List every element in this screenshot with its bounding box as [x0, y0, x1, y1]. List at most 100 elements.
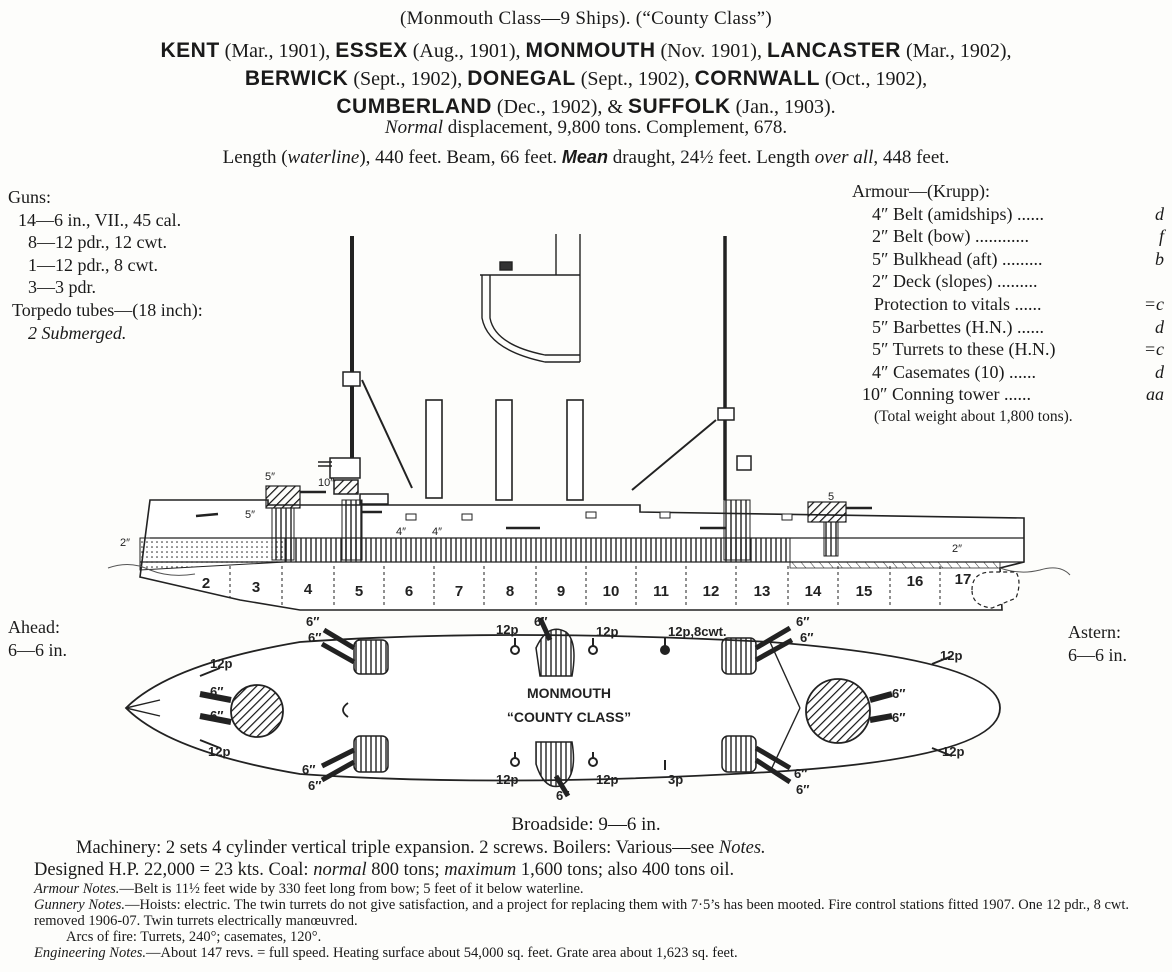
casemates	[353, 628, 757, 788]
gun-label: 12p	[596, 624, 618, 639]
hp-text: Designed H.P. 22,000 = 23 kts. Coal:	[34, 860, 309, 880]
gun-line: 1—12 pdr., 8 cwt.	[28, 254, 158, 275]
gun-label: 6″	[534, 614, 547, 629]
gun-label: 12p	[496, 622, 518, 637]
ship-name: ESSEX	[335, 39, 408, 62]
armour-grade: b	[1155, 248, 1164, 269]
gun-label: 6″	[556, 788, 569, 803]
ship-name: CUMBERLAND	[336, 95, 492, 118]
gun-label: 6″	[308, 630, 321, 645]
gunnery-notes: Gunnery Notes.—Hoists: electric. The twi…	[34, 897, 1144, 929]
displacement-line: Normal displacement, 9,800 tons. Complem…	[0, 117, 1172, 139]
armour-grade: =c	[1143, 339, 1164, 360]
bridge	[318, 457, 389, 505]
astern-fire: Astern: 6—6 in.	[1068, 621, 1127, 667]
profile-label: 5″	[265, 471, 275, 483]
armour-item: 5″ Turrets to these (H.N.)	[872, 339, 1056, 360]
dim-italic: waterline	[287, 147, 360, 168]
dim-text: Length (	[222, 147, 288, 168]
ship-date: (Sept., 1902),	[353, 68, 463, 90]
guns-block: Guns: 14—6 in., VII., 45 cal. 8—12 pdr.,…	[8, 186, 203, 344]
gun-label: 12p	[940, 648, 962, 663]
armour-grade: =c	[1143, 293, 1164, 314]
armour-grade: f	[1158, 226, 1164, 247]
compartment-number: 13	[754, 583, 771, 600]
broadside-line: Broadside: 9—6 in.	[511, 814, 661, 835]
ship-date: (Oct., 1902),	[824, 68, 928, 90]
ship-names-line-1: KENT (Mar., 1901), ESSEX (Aug., 1901), M…	[0, 37, 1172, 65]
machinery-text: Machinery: 2 sets 4 cylinder vertical tr…	[76, 838, 715, 858]
compartment-number: 12	[703, 583, 720, 600]
profile-label: 5″	[245, 509, 255, 521]
displacement-text: displacement, 9,800 tons. Complement, 67…	[447, 117, 788, 138]
ship-name: SUFFOLK	[627, 95, 731, 118]
gun-line: 3—3 pdr.	[28, 277, 97, 298]
gun-label: 12p	[208, 744, 230, 759]
masts	[342, 236, 752, 500]
ship-date: (Mar., 1901),	[224, 40, 331, 62]
gun-line: 8—12 pdr., 12 cwt.	[28, 232, 167, 253]
ship-names-line-2: BERWICK (Sept., 1902), DONEGAL (Sept., 1…	[0, 65, 1172, 93]
profile-label: 5	[828, 491, 834, 503]
hp-text: 800 tons;	[371, 860, 440, 880]
armour-item: 2″ Deck (slopes) .........	[872, 271, 1038, 292]
engineering-notes: Engineering Notes.—About 147 revs. = ful…	[34, 945, 1144, 961]
hp-italic: maximum	[444, 860, 517, 880]
compartment-number: 2	[202, 575, 210, 592]
note-label: Engineering Notes.	[34, 945, 146, 961]
armour-grade: aa	[1146, 384, 1164, 405]
compartment-number: 11	[653, 583, 669, 600]
dimensions-line: Length (waterline), 440 feet. Beam, 66 f…	[0, 147, 1172, 169]
gun-label: 12p	[210, 656, 232, 671]
note-text: —About 147 revs. = full speed. Heating s…	[145, 945, 738, 961]
dim-text: draught, 24½ feet. Length	[612, 147, 811, 168]
ship-names: KENT (Mar., 1901), ESSEX (Aug., 1901), M…	[0, 37, 1172, 121]
astern-label: Astern:	[1068, 622, 1121, 642]
compartment-dividers	[229, 566, 941, 608]
profile-label: 4″	[396, 526, 406, 538]
armour-item: 5″ Bulkhead (aft) .........	[872, 248, 1043, 269]
ahead-value: 6—6 in.	[8, 640, 68, 660]
ship-name: MONMOUTH	[525, 39, 656, 62]
ahead-label: Ahead:	[8, 617, 60, 637]
profile-label: 10″	[318, 477, 334, 489]
compartment-number: 14	[805, 583, 822, 600]
hp-text: 1,600 tons; also 400 tons oil.	[520, 860, 735, 880]
compartment-number: 15	[856, 583, 873, 600]
compartment-number: 7	[455, 583, 463, 600]
armour-item: 2″ Belt (bow) ............	[872, 226, 1029, 247]
arcs-of-fire: Arcs of fire: Turrets, 240°; casemates, …	[66, 929, 322, 945]
midship-section-inset	[480, 234, 581, 363]
armour-item: 5″ Barbettes (H.N.) ......	[872, 316, 1044, 337]
armour-grade: d	[1155, 203, 1164, 224]
gun-label: 12p	[942, 744, 964, 759]
ship-date: (Aug., 1901),	[412, 40, 521, 62]
armour-item: 10″ Conning tower ......	[862, 384, 1031, 405]
note-label: Gunnery Notes.	[34, 897, 126, 913]
ship-date: (Dec., 1902), &	[496, 96, 623, 118]
note-text: —Belt is 11½ feet wide by 330 feet long …	[119, 881, 584, 897]
compartment-number: 3	[252, 579, 260, 596]
armour-item: 4″ Casemates (10) ......	[872, 361, 1036, 382]
turrets	[199, 678, 893, 744]
profile-label: 2″	[120, 537, 130, 549]
hp-italic: normal	[313, 860, 367, 880]
hp-line: Designed H.P. 22,000 = 23 kts. Coal: nor…	[34, 859, 1144, 881]
armour-total: (Total weight about 1,800 tons).	[874, 407, 1073, 425]
gun-label: 12p	[596, 772, 618, 787]
plan-subtitle: “COUNTY CLASS”	[507, 709, 631, 725]
profile-label: 4″	[432, 526, 442, 538]
ship-names-line-3: CUMBERLAND (Dec., 1902), & SUFFOLK (Jan.…	[0, 93, 1172, 121]
machinery-italic: Notes.	[718, 838, 766, 858]
ship-name: KENT	[160, 39, 220, 62]
armour-notes: Armour Notes.—Belt is 11½ feet wide by 3…	[34, 881, 1144, 897]
dim-italic: over all	[814, 147, 874, 168]
casemate-guns	[320, 616, 794, 798]
profile-label: 2″	[952, 543, 962, 555]
compartment-number: 17	[955, 571, 972, 588]
note-text: —Hoists: electric. The twin turrets do n…	[34, 897, 1130, 929]
gun-label: 12p,8cwt.	[668, 624, 727, 639]
compartment-number: 5	[355, 583, 363, 600]
ship-name: LANCASTER	[766, 39, 901, 62]
gun-label: 6″	[796, 614, 809, 629]
